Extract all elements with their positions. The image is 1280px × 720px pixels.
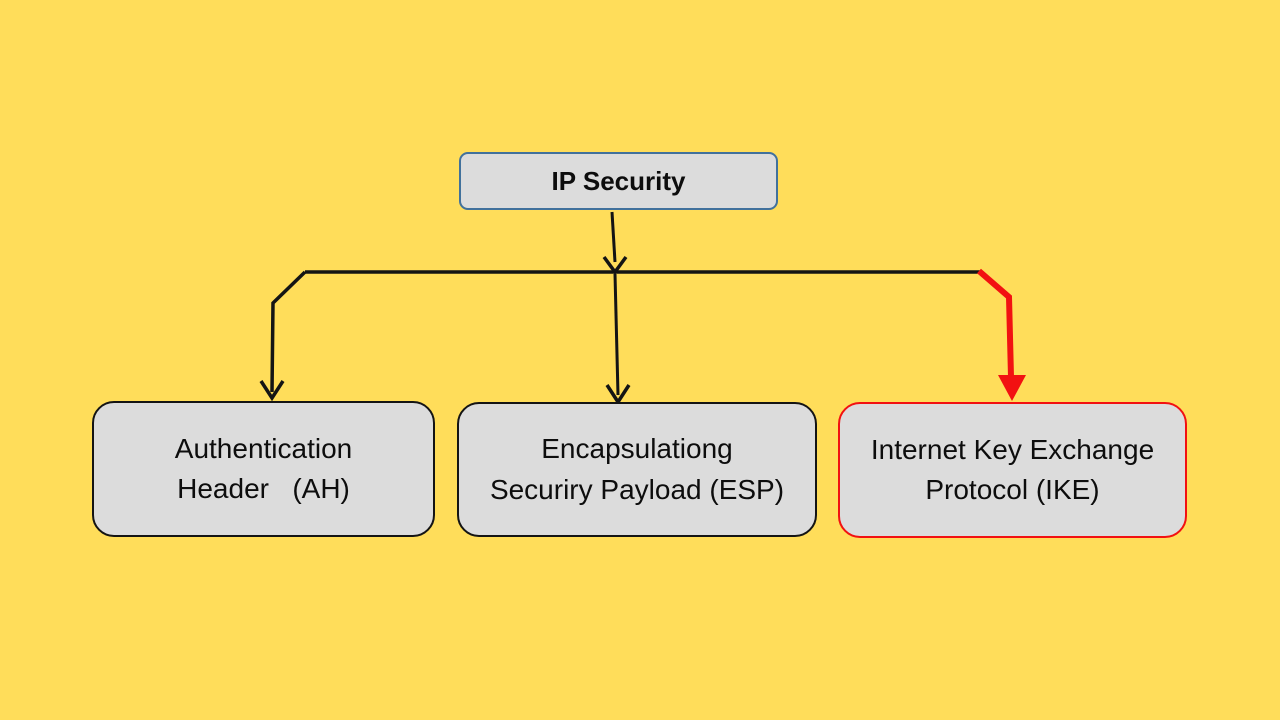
node-internet-key-exchange-label: Internet Key Exchange Protocol (IKE): [870, 433, 1155, 505]
ike-branch-line: [977, 268, 1014, 378]
node-encapsulating-security-payload-label: Encapsulationg Securiry Payload (ESP): [489, 433, 785, 505]
node-internet-key-exchange: Internet Key Exchange Protocol (IKE): [838, 402, 1187, 538]
root-to-bus-line: [610, 211, 617, 263]
ah-arrowhead-icon: [259, 380, 285, 402]
esp-branch-line: [613, 273, 620, 396]
ah-branch-line: [270, 270, 307, 393]
node-authentication-header-label: Authentication Header (AH): [174, 432, 353, 504]
node-authentication-header: Authentication Header (AH): [92, 401, 435, 537]
ike-arrowhead-icon: [998, 375, 1026, 401]
node-encapsulating-security-payload: Encapsulationg Securiry Payload (ESP): [457, 402, 817, 537]
node-ip-security-label: IP Security: [551, 165, 686, 196]
node-ip-security: IP Security: [459, 152, 778, 210]
